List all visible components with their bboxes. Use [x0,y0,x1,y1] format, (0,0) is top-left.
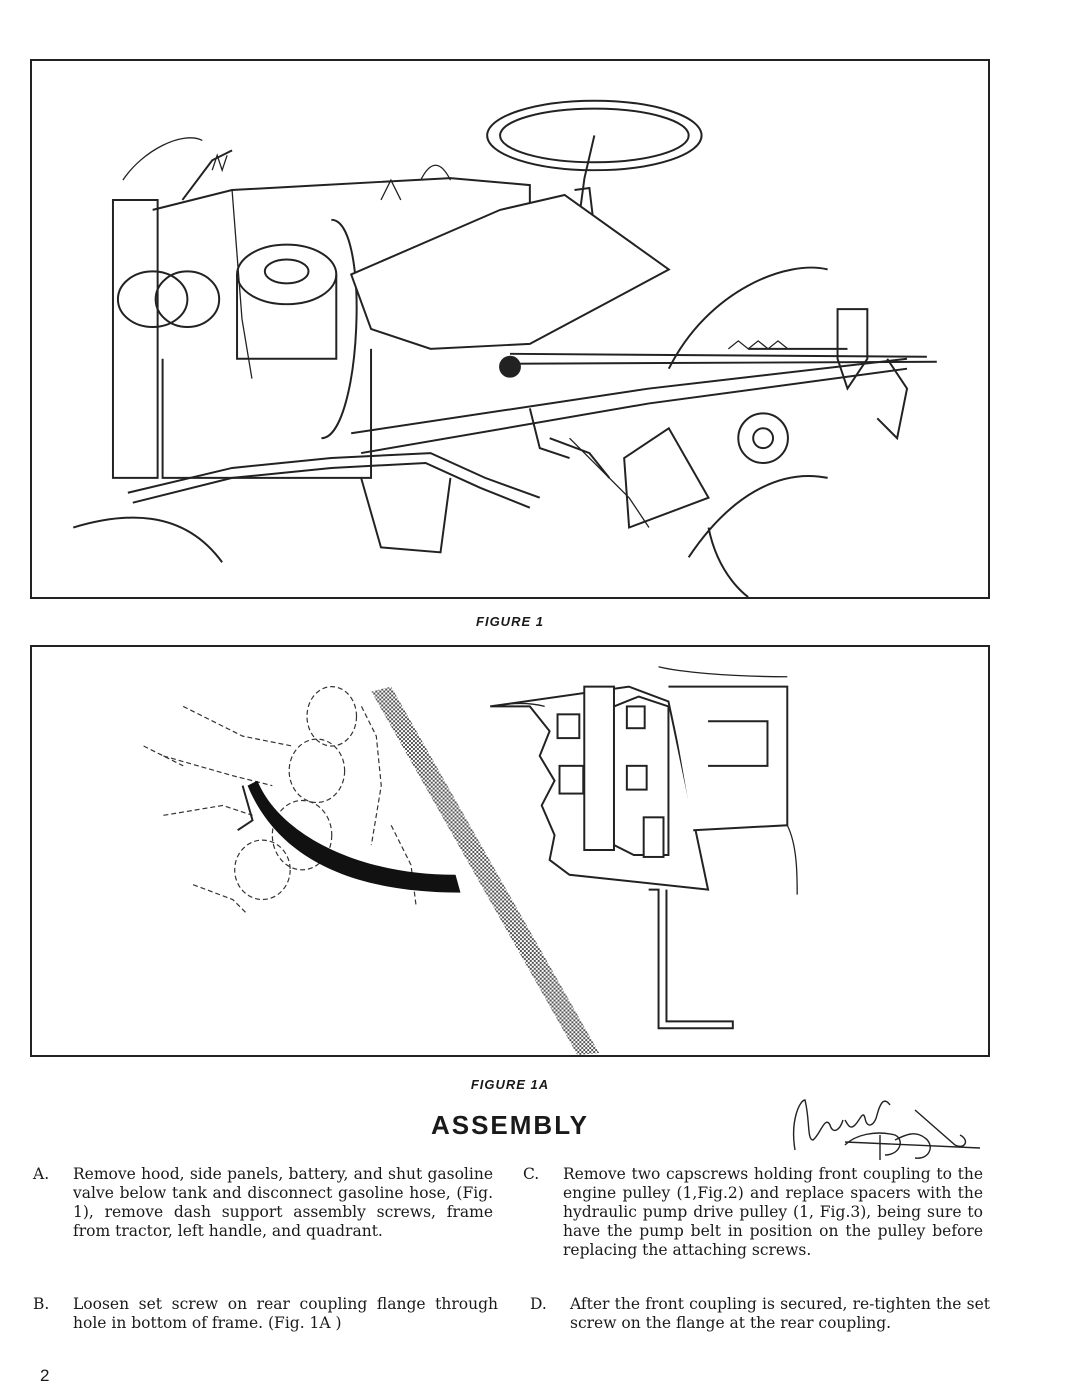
section-heading: ASSEMBLY [430,1110,590,1140]
step-letter: B. [33,1295,50,1313]
step-text: Remove two capscrews holding front coupl… [563,1165,983,1259]
step-text: Remove hood, side panels, battery, and s… [73,1165,493,1240]
step-text: Loosen set screw on rear coupling flange… [73,1295,498,1332]
step-letter: A. [33,1165,50,1183]
figure-1a-illustration [30,645,990,1057]
handwritten-signature [793,1099,981,1160]
step-letter: C. [523,1165,540,1183]
figure-1-caption: FIGURE 1 [476,614,544,629]
figure-1-illustration [30,59,990,599]
step-letter: D. [530,1295,547,1313]
step-text: After the front coupling is secured, re-… [570,1295,990,1332]
page-number: 2 [40,1366,50,1385]
figure-1a-caption: FIGURE 1A [470,1077,550,1092]
coupling-detail-drawing [143,666,798,1055]
tractor-engine-drawing [72,99,937,597]
